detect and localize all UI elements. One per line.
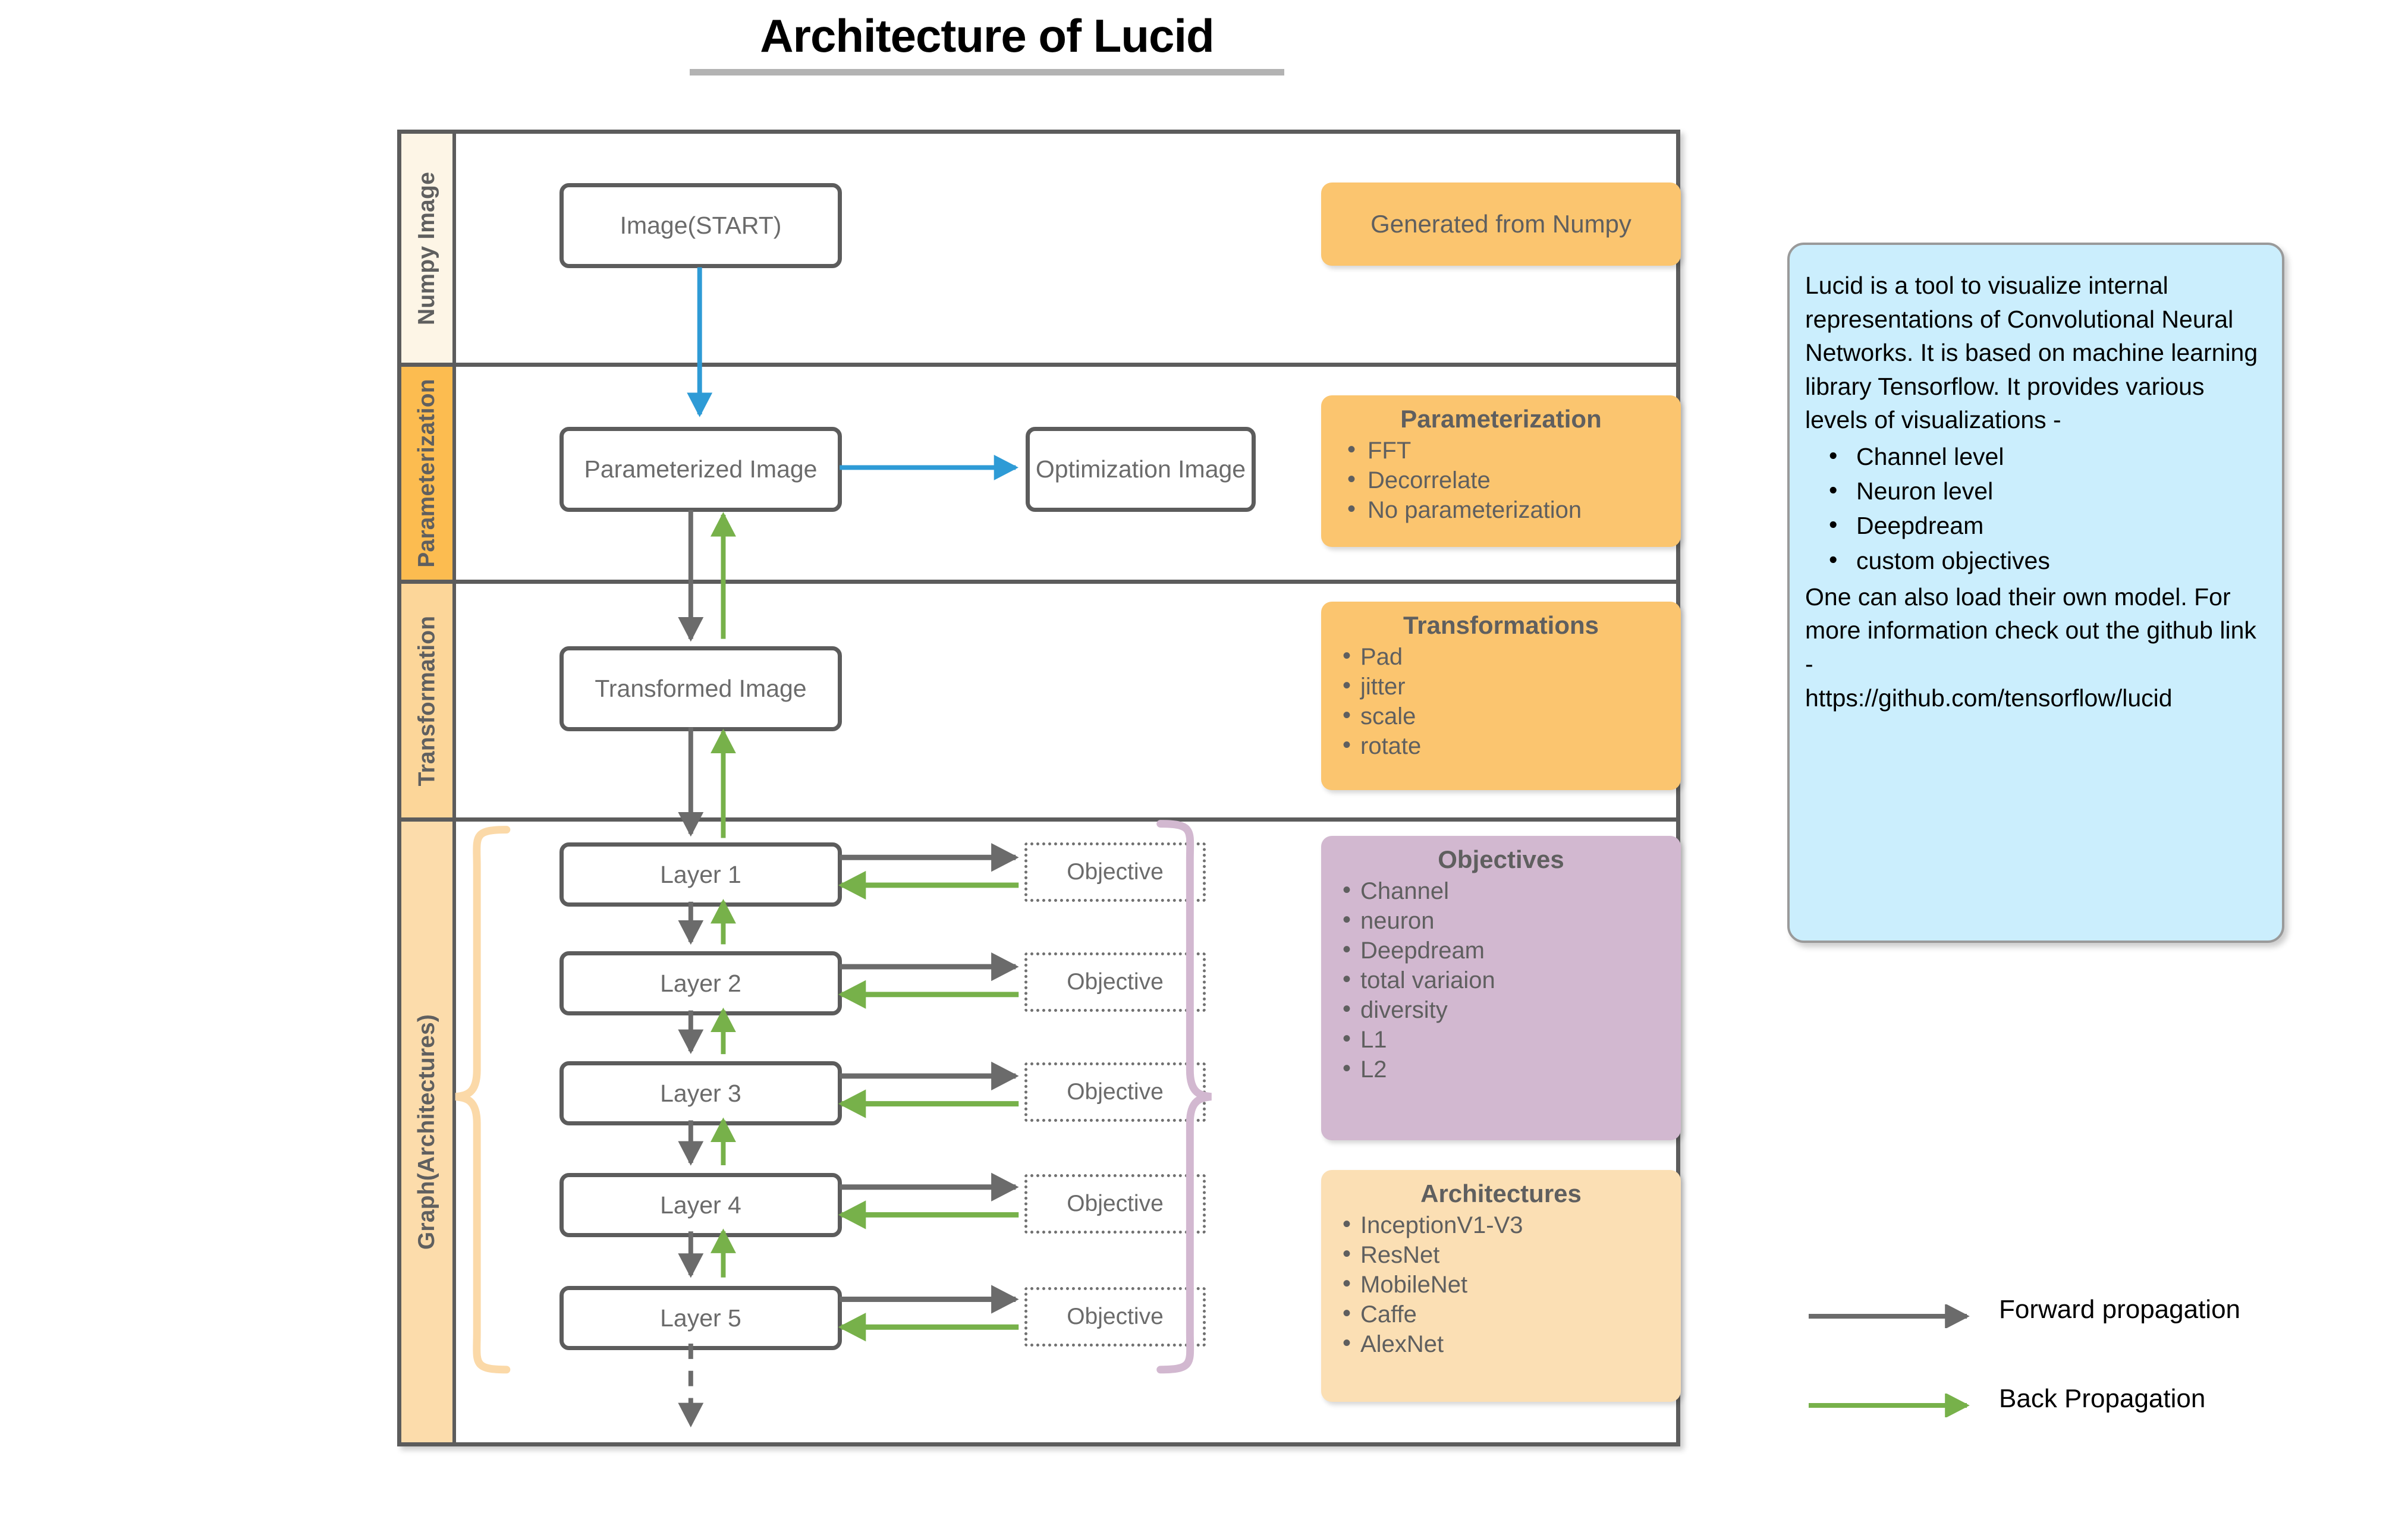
node-label: Layer 3 — [660, 1079, 741, 1107]
github-link[interactable]: https://github.com/tensorflow/lucid — [1805, 684, 2173, 712]
page-title: Architecture of Lucid — [760, 10, 1214, 62]
list-item: Pad — [1334, 641, 1668, 671]
band-numpy-image: Numpy Image Image(START) Generated from … — [401, 134, 1681, 367]
node-parameterized-image[interactable]: Parameterized Image — [559, 427, 842, 512]
card-parameterization: Parameterization FFT Decorrelate No para… — [1321, 395, 1681, 547]
node-layer-2[interactable]: Layer 2 — [559, 951, 842, 1015]
card-title: Transformations — [1403, 611, 1599, 639]
list-item: Deepdream — [1334, 935, 1668, 965]
node-objective-3[interactable]: Objective — [1024, 1062, 1206, 1122]
list-item: L1 — [1334, 1024, 1668, 1054]
list-item: Deepdream — [1805, 507, 2269, 543]
node-label: Layer 2 — [660, 969, 741, 997]
list-item: MobileNet — [1334, 1269, 1668, 1299]
card-generated-from-numpy: Generated from Numpy — [1321, 183, 1681, 266]
legend-row-forward: Forward propagation — [1807, 1278, 2295, 1367]
node-layer-5[interactable]: Layer 5 — [559, 1286, 842, 1350]
list-item: rotate — [1334, 731, 1668, 760]
card-list: Pad jitter scale rotate — [1334, 641, 1668, 760]
list-item: neuron — [1334, 905, 1668, 935]
title-underline — [690, 68, 1284, 76]
card-transformations: Transformations Pad jitter scale rotate — [1321, 602, 1681, 790]
node-objective-5[interactable]: Objective — [1024, 1287, 1206, 1347]
node-layer-1[interactable]: Layer 1 — [559, 842, 842, 907]
band-label-graph-architectures: Graph(Architectures) — [401, 822, 456, 1442]
band-body-numpy-image: Image(START) Generated from Numpy — [456, 134, 1681, 363]
legend-label-back: Back Propagation — [1999, 1384, 2206, 1413]
band-label-transformation: Transformation — [401, 584, 456, 817]
band-label-numpy-image: Numpy Image — [401, 134, 456, 363]
band-body-transformation: Transformed Image Transformations Pad ji… — [456, 584, 1681, 817]
band-graph-architectures: Graph(Architectures) Layer 1 Layer 2 Lay… — [401, 822, 1681, 1442]
card-architectures: Architectures InceptionV1-V3 ResNet Mobi… — [1321, 1170, 1681, 1402]
node-label: Objective — [1067, 858, 1164, 885]
card-title: Architectures — [1420, 1180, 1582, 1207]
list-item: Channel — [1334, 876, 1668, 905]
node-label: Optimization Image — [1035, 455, 1246, 483]
forward-arrow-icon — [1809, 1304, 1970, 1328]
info-bullet-list: Channel level Neuron level Deepdream cus… — [1805, 438, 2269, 578]
list-item: FFT — [1334, 435, 1668, 465]
band-parameterization: Parameterization Parameterized Image Opt… — [401, 367, 1681, 584]
list-item: ResNet — [1334, 1240, 1668, 1269]
list-item: jitter — [1334, 671, 1668, 701]
list-item: InceptionV1-V3 — [1334, 1210, 1668, 1240]
list-item: scale — [1334, 701, 1668, 731]
node-layer-4[interactable]: Layer 4 — [559, 1173, 842, 1237]
list-item: custom objectives — [1805, 542, 2269, 578]
card-list: Channel neuron Deepdream total variaion … — [1334, 876, 1668, 1084]
band-label-text: Transformation — [414, 615, 439, 786]
card-list: InceptionV1-V3 ResNet MobileNet Caffe Al… — [1334, 1210, 1668, 1358]
node-image-start[interactable]: Image(START) — [559, 183, 842, 268]
list-item: diversity — [1334, 995, 1668, 1024]
band-label-parameterization: Parameterization — [401, 367, 456, 580]
list-item: Decorrelate — [1334, 465, 1668, 495]
info-paragraph-2: One can also load their own model. For m… — [1805, 583, 2256, 678]
node-label: Transformed Image — [595, 675, 807, 703]
node-label: Objective — [1067, 1190, 1164, 1216]
node-label: Layer 1 — [660, 860, 741, 888]
node-label: Image(START) — [620, 212, 782, 240]
node-label: Objective — [1067, 1303, 1164, 1329]
node-objective-2[interactable]: Objective — [1024, 952, 1206, 1012]
node-label: Objective — [1067, 1078, 1164, 1105]
band-body-parameterization: Parameterized Image Optimization Image P… — [456, 367, 1681, 580]
node-transformed-image[interactable]: Transformed Image — [559, 646, 842, 731]
node-layer-3[interactable]: Layer 3 — [559, 1061, 842, 1125]
node-label: Layer 4 — [660, 1191, 741, 1219]
list-item: Channel level — [1805, 438, 2269, 474]
list-item: No parameterization — [1334, 495, 1668, 524]
node-objective-1[interactable]: Objective — [1024, 842, 1206, 902]
legend: Forward propagation Back Propagation — [1807, 1278, 2295, 1457]
node-label: Objective — [1067, 968, 1164, 995]
node-label: Layer 5 — [660, 1304, 741, 1332]
band-label-text: Graph(Architectures) — [414, 1014, 439, 1250]
title-block: Architecture of Lucid — [684, 10, 1290, 76]
legend-row-back: Back Propagation — [1807, 1367, 2295, 1457]
card-text: Generated from Numpy — [1370, 210, 1631, 238]
band-label-text: Numpy Image — [414, 171, 439, 325]
card-list: FFT Decorrelate No parameterization — [1334, 435, 1668, 524]
node-label: Parameterized Image — [584, 455, 818, 483]
back-arrow-icon — [1809, 1394, 1970, 1417]
info-paragraph-1: Lucid is a tool to visualize internal re… — [1805, 272, 2258, 434]
band-transformation: Transformation Transformed Image Transfo… — [401, 584, 1681, 822]
info-panel-lucid: Lucid is a tool to visualize internal re… — [1787, 243, 2284, 943]
card-title: Parameterization — [1400, 405, 1602, 433]
band-label-text: Parameterization — [414, 379, 439, 568]
list-item: Caffe — [1334, 1299, 1668, 1329]
list-item: Neuron level — [1805, 473, 2269, 508]
node-optimization-image[interactable]: Optimization Image — [1026, 427, 1256, 512]
band-body-graph-architectures: Layer 1 Layer 2 Layer 3 Layer 4 Layer 5 … — [456, 822, 1681, 1442]
card-title: Objectives — [1438, 845, 1564, 873]
architecture-diagram: Numpy Image Image(START) Generated from … — [397, 130, 1681, 1446]
list-item: AlexNet — [1334, 1329, 1668, 1358]
list-item: L2 — [1334, 1054, 1668, 1084]
legend-label-forward: Forward propagation — [1999, 1295, 2241, 1324]
card-objectives: Objectives Channel neuron Deepdream tota… — [1321, 836, 1681, 1140]
node-objective-4[interactable]: Objective — [1024, 1174, 1206, 1234]
list-item: total variaion — [1334, 965, 1668, 995]
